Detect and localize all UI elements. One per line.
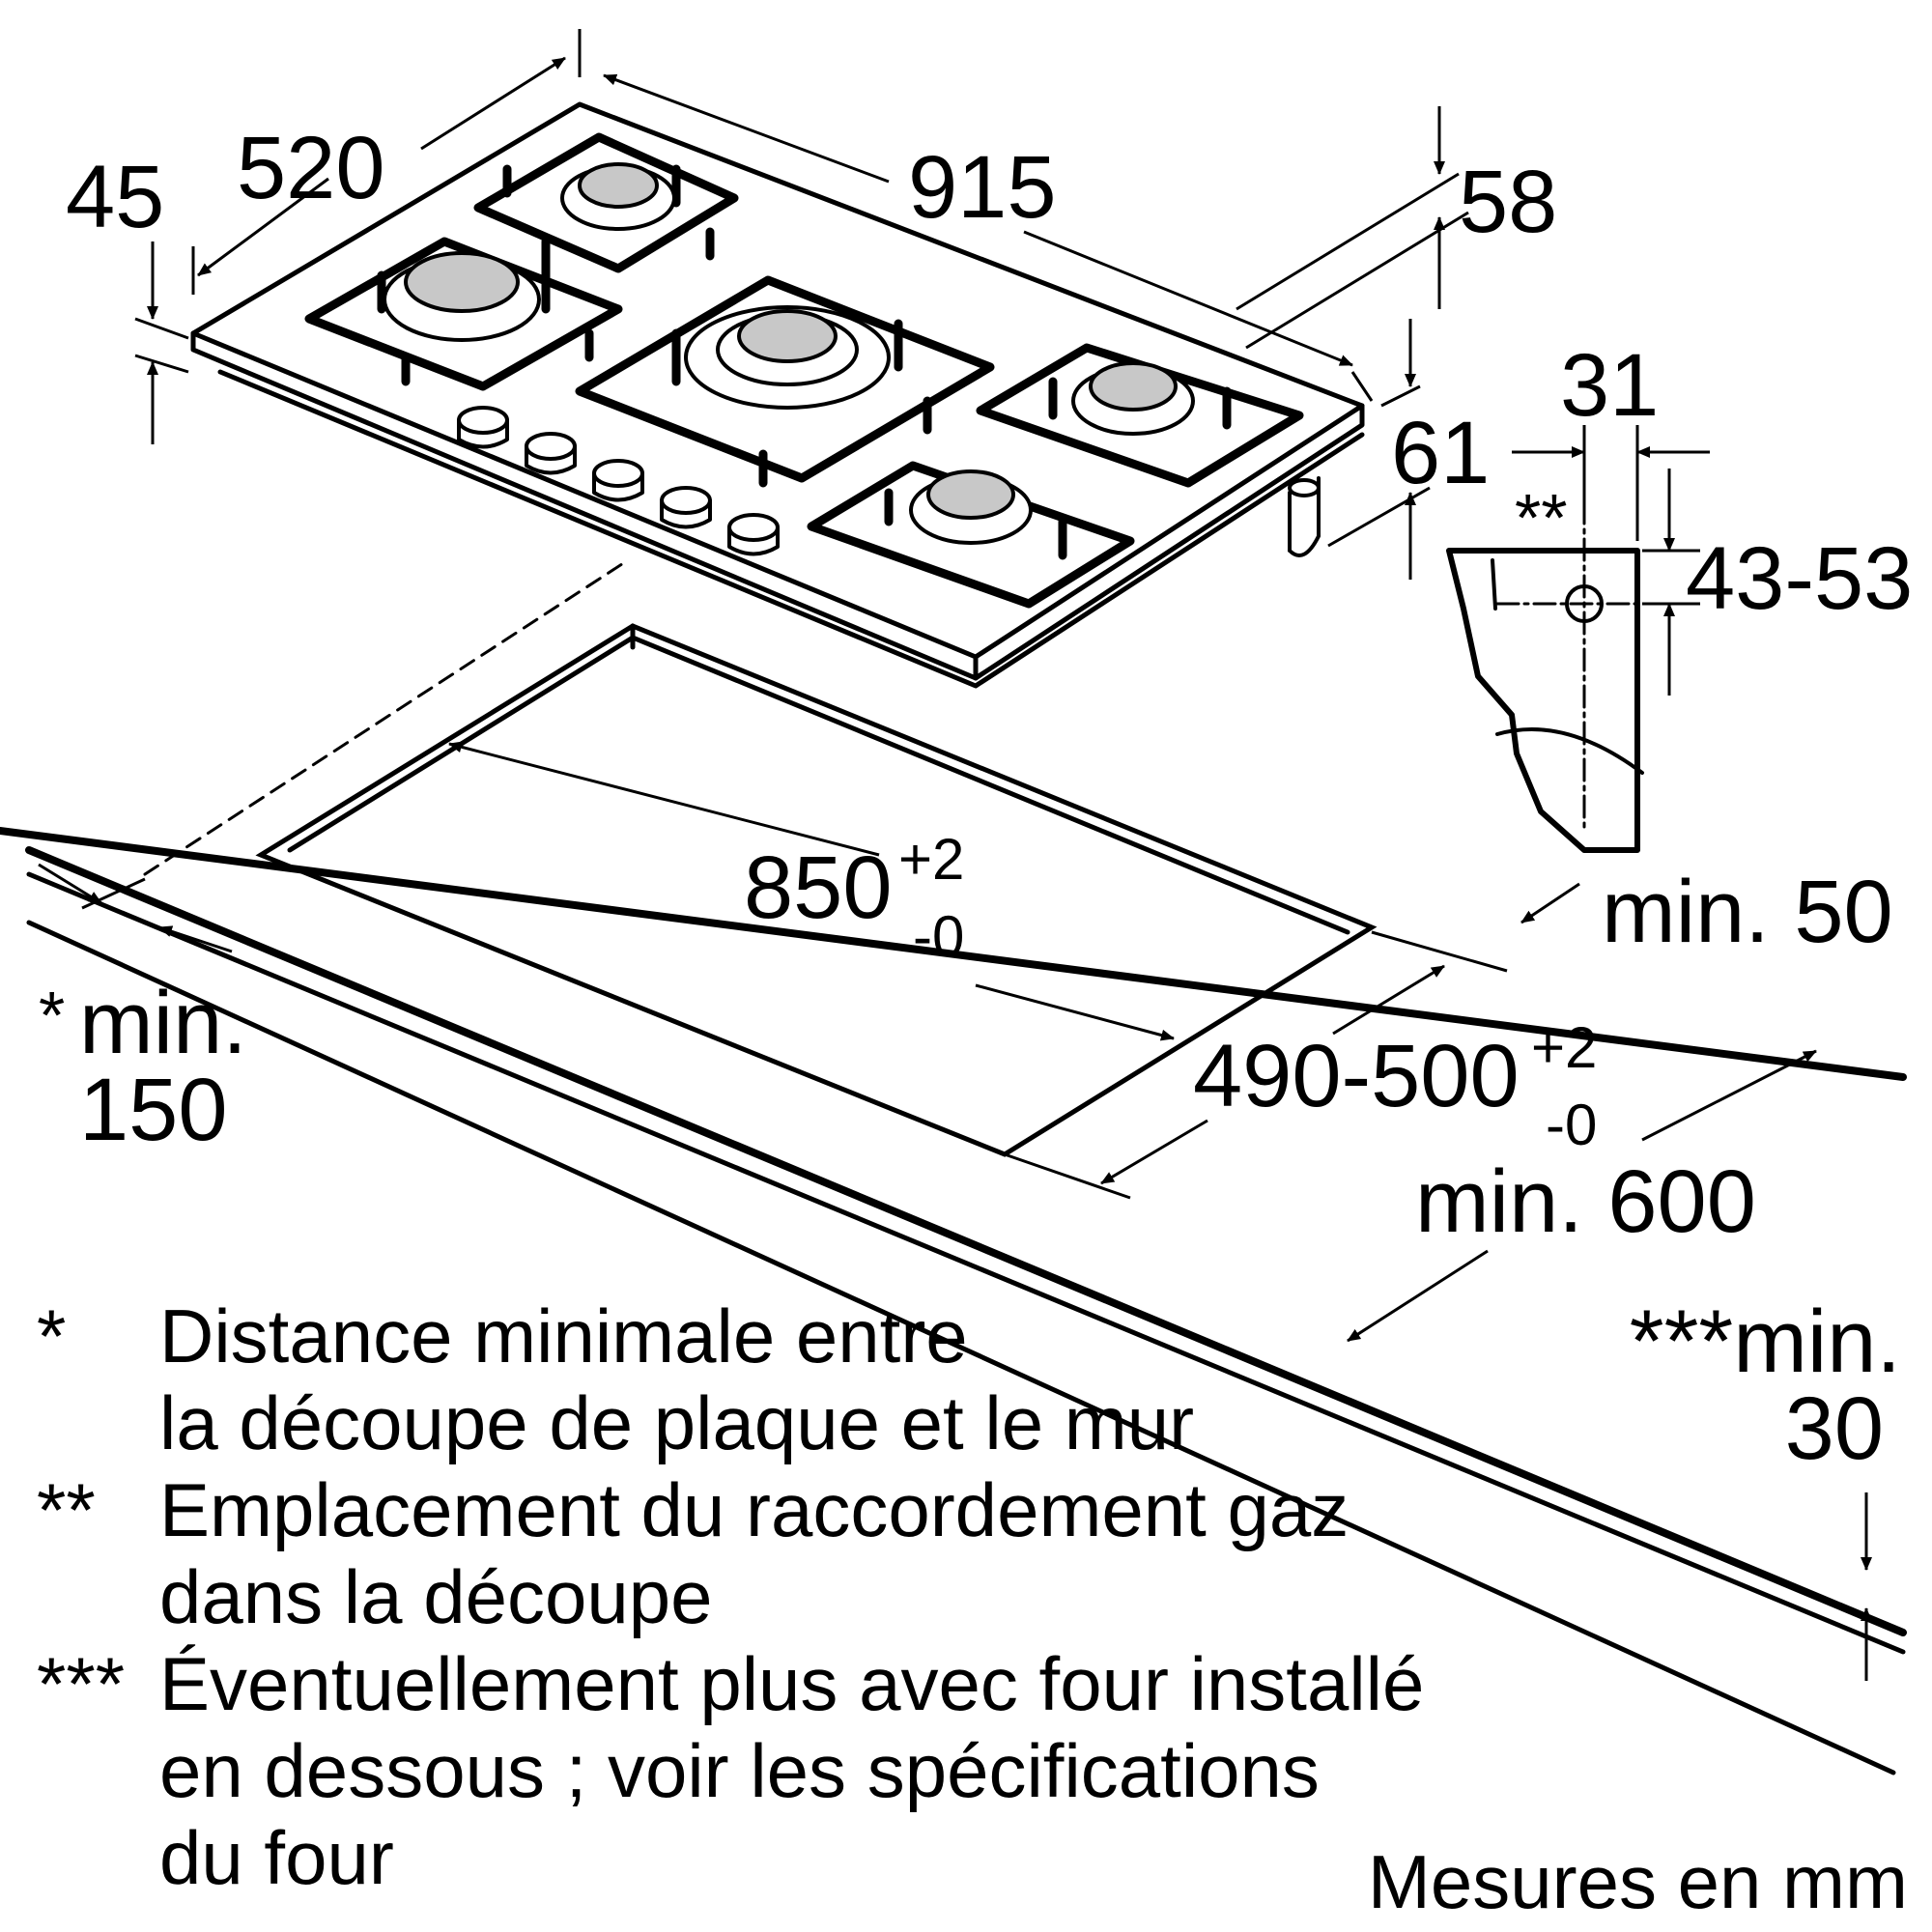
svg-text:490-500: 490-500 [1193, 1027, 1520, 1125]
burner-back-right [1071, 361, 1195, 436]
svg-text:*: * [39, 978, 65, 1053]
cooktop-front-edge [190, 330, 979, 681]
dim-min-wall-back: min. 50 [1602, 863, 1893, 961]
pan-support-back-right [976, 343, 1304, 488]
pan-support-back-left [473, 132, 739, 280]
legend-item-3: *** Éventuellement plus avec four instal… [37, 1641, 1424, 1900]
countertop-drawing [0, 558, 1907, 1776]
knob-5 [727, 513, 780, 556]
svg-text:+2: +2 [898, 827, 964, 892]
pan-support-front-left [304, 237, 623, 391]
countertop-back-edge [0, 827, 1907, 1081]
svg-text:850: 850 [744, 838, 893, 937]
knob-2 [525, 432, 577, 475]
svg-text:30: 30 [1785, 1379, 1884, 1478]
legend-item-3-line-3: du four [159, 1815, 394, 1900]
projection-line [143, 558, 630, 876]
countertop-cutout [255, 623, 1378, 1157]
legend-item-3-line-1: Éventuellement plus avec four installé [159, 1641, 1424, 1726]
dim-depth: 520 [237, 119, 385, 217]
dimension-labels: 915 520 45 58 61 31 ** 43-53 850 +2 -0 4… [39, 119, 1913, 1478]
dimension-lines [38, 29, 1872, 1681]
legend-item-1-mark: * [37, 1293, 66, 1378]
legend-item-1-line-2: la découpe de plaque et le mur [159, 1380, 1194, 1465]
cooktop-leg [1288, 476, 1321, 557]
legend-item-3-mark: *** [37, 1641, 125, 1726]
gas-mark: ** [1515, 480, 1567, 555]
svg-text:min.: min. [79, 974, 247, 1072]
knob-3 [592, 459, 644, 502]
svg-text:-0: -0 [1546, 1093, 1597, 1157]
burner-front-left [383, 251, 541, 342]
legend-item-1: * Distance minimale entre la découpe de … [37, 1293, 1194, 1465]
dim-min-wall-side: * min. 150 [39, 974, 247, 1159]
svg-text:***min.: ***min. [1630, 1293, 1901, 1391]
countertop-front-edge [25, 846, 1907, 1636]
dim-height-front: 45 [66, 148, 164, 246]
legend-item-1-line-1: Distance minimale entre [159, 1293, 968, 1378]
dim-min-depth: min. 600 [1415, 1152, 1756, 1251]
knob-1 [457, 406, 509, 449]
gas-detail-profile [1446, 548, 1640, 853]
svg-text:+2: +2 [1531, 1015, 1597, 1080]
burner-center [684, 305, 891, 410]
control-knobs [457, 406, 780, 556]
legend: * Distance minimale entre la découpe de … [37, 1293, 1908, 1924]
knob-4 [660, 486, 712, 529]
legend-item-2-mark: ** [37, 1467, 96, 1552]
cooktop-drawing [190, 101, 1365, 689]
gas-connection-detail [1446, 500, 1654, 853]
burner-front-right [909, 469, 1033, 545]
burner-back-left [560, 162, 676, 231]
dim-leg-height: 61 [1391, 404, 1490, 502]
cooktop-base [217, 369, 1365, 689]
legend-item-2-line-1: Emplacement du raccordement gaz [159, 1467, 1349, 1552]
svg-text:150: 150 [79, 1061, 228, 1159]
dim-gas-offset: 31 [1560, 336, 1659, 435]
dim-top-height: 58 [1459, 153, 1557, 251]
dim-min-thickness: ***min. 30 [1630, 1293, 1901, 1478]
dim-cutout-depth: 490-500 +2 -0 [1193, 1015, 1597, 1157]
pan-support-center [575, 275, 995, 488]
svg-text:-0: -0 [913, 904, 964, 969]
pan-support-front-right [807, 461, 1135, 609]
dim-gas-height: 43-53 [1686, 529, 1913, 628]
dim-width: 915 [908, 138, 1057, 237]
legend-item-2: ** Emplacement du raccordement gaz dans … [37, 1467, 1349, 1639]
units-note: Mesures en mm [1368, 1839, 1908, 1924]
legend-item-3-line-2: en dessous ; voir les spécifications [159, 1728, 1320, 1813]
legend-item-2-line-2: dans la découpe [159, 1554, 712, 1639]
dim-cutout-width: 850 +2 -0 [744, 827, 964, 969]
